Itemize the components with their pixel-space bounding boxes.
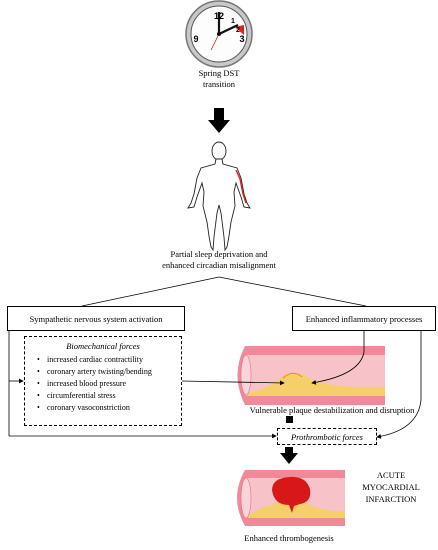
sympathetic-box-label: Sympathetic nervous system activation — [29, 313, 163, 324]
dst-label-line1: Spring DST — [198, 68, 240, 78]
biomechanical-forces-title: Biomechanical forces — [66, 341, 140, 351]
sleep-label-line2: enhanced circadian misalignment — [162, 260, 276, 270]
force-item: coronary vasoconstriction — [37, 402, 181, 414]
dst-label: Spring DST transition — [169, 68, 269, 90]
inflammatory-box: Enhanced inflammatory processes — [292, 306, 436, 331]
ami-label-line2: MYOCARDIAL — [362, 482, 420, 492]
sleep-label-line1: Partial sleep deprivation and — [170, 249, 268, 259]
down-arrow-icon — [208, 108, 230, 133]
plaque-label: Vulnerable plaque destabilization and di… — [249, 405, 415, 415]
vessel-plaque-illustration — [237, 346, 385, 405]
dst-hour-marker-icon — [235, 25, 244, 35]
thrombogenesis-label: Enhanced thrombogenesis — [244, 533, 334, 543]
ami-label-line1: ACUTE — [376, 470, 406, 480]
biomechanical-forces-box: Biomechanical forces increased cardiac c… — [24, 336, 182, 426]
arm-pain-marker-icon — [235, 169, 247, 204]
clock-numeral-12: 12 — [214, 11, 224, 21]
clock-icon — [185, 0, 253, 68]
clock-numeral-9: 9 — [193, 34, 198, 44]
ami-label: ACUTE MYOCARDIAL INFARCTION — [348, 469, 434, 505]
inflammatory-box-label: Enhanced inflammatory processes — [305, 313, 423, 324]
clock-numeral-3: 3 — [239, 34, 244, 44]
clock-numeral-2: 2 — [236, 27, 240, 34]
prothrombotic-forces-label: Prothrombotic forces — [290, 431, 363, 442]
thrombus-icon — [272, 476, 311, 513]
clock-numeral-1: 1 — [231, 18, 235, 25]
force-item: increased cardiac contractility — [37, 354, 181, 366]
force-item: circumferential stress — [37, 390, 181, 402]
hour-hand-icon — [218, 24, 239, 35]
vessel-thrombus-illustration — [237, 470, 345, 526]
human-figure-icon — [187, 141, 251, 252]
prothrombotic-forces-box: Prothrombotic forces — [277, 428, 377, 445]
down-arrow-icon-2 — [280, 447, 298, 464]
ami-label-line3: INFARCTION — [365, 494, 417, 504]
connector-square-icon — [286, 416, 293, 423]
sympathetic-box: Sympathetic nervous system activation — [7, 306, 185, 331]
dst-label-line2: transition — [202, 79, 236, 89]
force-item: coronary artery twisting/bending — [37, 366, 181, 378]
sleep-label: Partial sleep deprivation and enhanced c… — [119, 249, 319, 271]
force-item: increased blood pressure — [37, 378, 181, 390]
